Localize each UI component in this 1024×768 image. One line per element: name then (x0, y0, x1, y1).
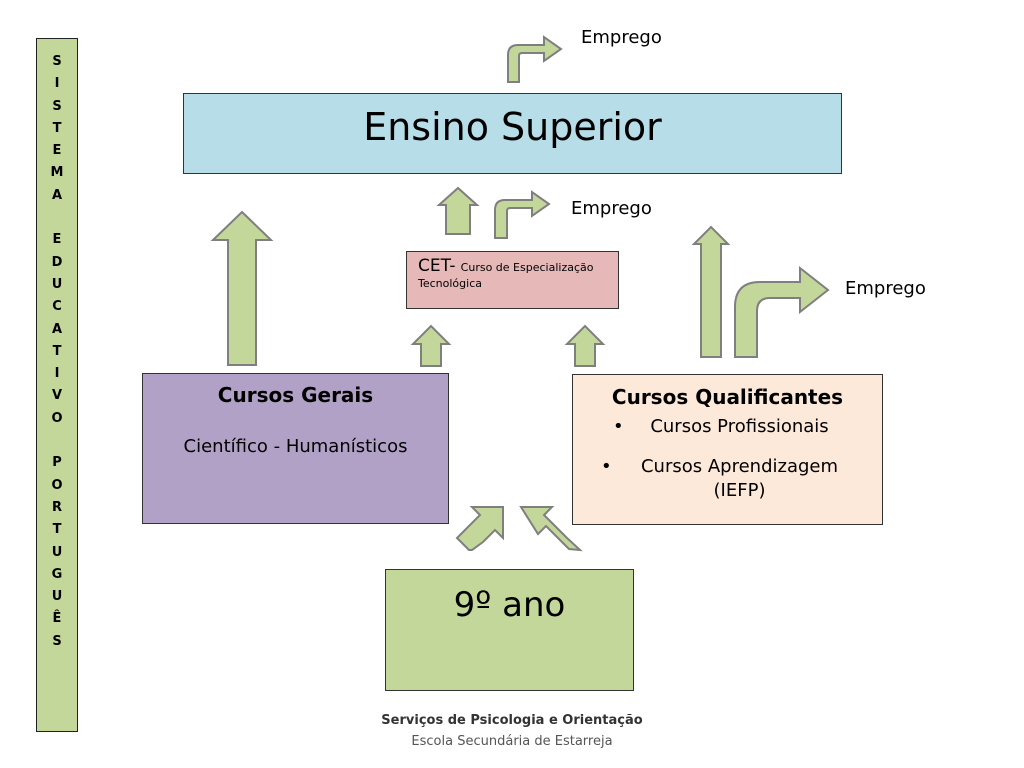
sidebar-letter: V (51, 388, 63, 404)
emprego-label-top: Emprego (581, 27, 662, 48)
footer-line2: Escola Secundária de Estarreja (411, 734, 613, 749)
ensino-superior-label: Ensino Superior (363, 104, 662, 149)
ensino-superior-box: Ensino Superior (183, 93, 842, 174)
bullet: • (601, 456, 612, 477)
bent-arrow-emprego-top (507, 35, 563, 83)
cursos-gerais-box: Cursos Gerais Científico - Humanísticos (142, 373, 449, 524)
sidebar-letter: T (52, 343, 62, 359)
cursos-gerais-subtitle: Científico - Humanísticos (183, 436, 408, 457)
sidebar-letter: A (51, 321, 63, 337)
iefp-label: (IEFP) (713, 480, 766, 501)
cet-box: CET- Curso de Especialização Tecnológica (406, 251, 619, 309)
sidebar-letter: E (52, 143, 62, 159)
footer-line1: Serviços de Psicologia e Orientação (381, 713, 643, 728)
arrow-9ano-to-qualificantes (519, 506, 583, 552)
cet-abbr: CET- (418, 256, 456, 276)
arrow-cet-to-superior (436, 186, 480, 235)
sidebar-letter (37, 207, 77, 229)
sidebar-letter: U (51, 589, 63, 605)
cursos-qualificantes-title: Cursos Qualificantes (611, 385, 844, 409)
cet-name-part1: Curso de Especialização (460, 261, 594, 274)
sidebar-letter: S (52, 98, 62, 114)
sidebar-letter: M (50, 165, 64, 181)
cursos-aprendizagem-label: Cursos Aprendizagem (640, 456, 839, 477)
sidebar-letter: R (51, 499, 62, 515)
cursos-gerais-title: Cursos Gerais (217, 383, 374, 407)
sidebar-letter: A (51, 187, 63, 203)
bent-arrow-emprego-right (734, 265, 830, 358)
list-item: • Cursos Aprendizagem (573, 456, 882, 477)
sidebar-letter: T (52, 522, 62, 538)
sidebar-letter: S (52, 633, 62, 649)
sidebar-letter: U (51, 276, 63, 292)
bent-arrow-emprego-middle (494, 190, 551, 239)
sidebar-letter: S (52, 54, 62, 69)
emprego-label-middle: Emprego (571, 198, 652, 219)
emprego-label-right: Emprego (845, 278, 926, 299)
list-item-continuation: (IEFP) (573, 480, 882, 501)
sidebar-letter: O (51, 477, 63, 493)
arrow-gerais-to-cet (410, 324, 452, 367)
nono-ano-label: 9º ano (453, 585, 566, 625)
arrow-gerais-to-superior (210, 210, 274, 366)
sidebar-letter: C (52, 299, 62, 315)
sidebar-letter: D (51, 254, 63, 270)
nono-ano-box: 9º ano (385, 569, 634, 691)
list-item: • Cursos Profissionais (573, 416, 882, 437)
sidebar-letter: U (51, 544, 63, 560)
cursos-profissionais-label: Cursos Profissionais (650, 416, 829, 437)
cursos-qualificantes-box: Cursos Qualificantes • Cursos Profission… (572, 374, 883, 525)
arrow-qualificantes-to-cet (564, 324, 606, 367)
sidebar-letter: T (52, 120, 62, 136)
sidebar-letter: P (52, 455, 62, 471)
sidebar-letter: G (51, 566, 63, 582)
sidebar-letter: O (51, 410, 63, 426)
bullet: • (613, 416, 624, 437)
arrow-9ano-to-gerais (455, 506, 504, 551)
sidebar-letter: I (54, 76, 60, 92)
sidebar-letter: I (54, 366, 60, 382)
sidebar-letter: Ê (52, 611, 62, 627)
sidebar-letter (37, 430, 77, 452)
arrow-qualificantes-to-superior (691, 225, 731, 358)
cet-name-part2: Tecnológica (418, 277, 482, 290)
sidebar-letter: E (52, 232, 62, 248)
